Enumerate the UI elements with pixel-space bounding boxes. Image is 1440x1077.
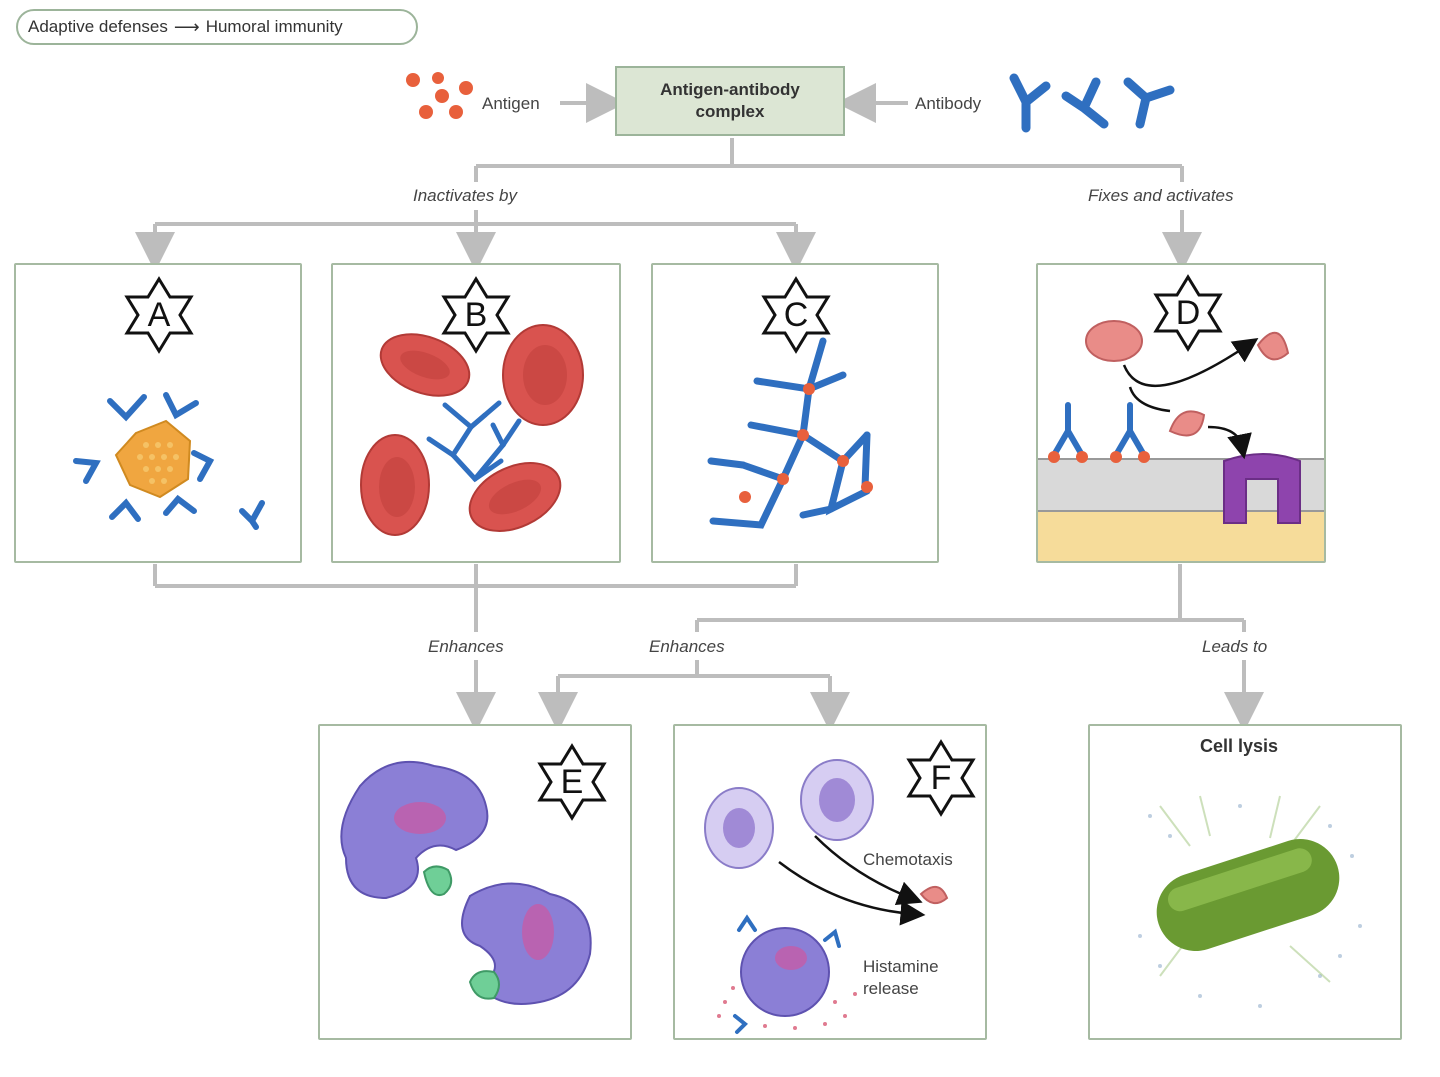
breadcrumb-from: Adaptive defenses [28,17,168,36]
star-badge-c: C [756,275,836,355]
panel-cell-lysis: Cell lysis [1088,724,1402,1040]
star-badge-f: F [901,738,981,818]
edge-label-enhances-2: Enhances [649,637,725,656]
edge-label-leads-to: Leads to [1202,637,1268,656]
panel-letter-d: D [1175,294,1201,332]
edge-label-inactivates: Inactivates by [413,186,517,205]
panel-letter-b: B [464,296,488,334]
star-badge-a: A [119,275,199,355]
cell-lysis-title: Cell lysis [1200,736,1279,756]
panel-a: A [14,263,302,563]
antibody-label: Antibody [915,94,982,113]
antigen-label: Antigen [482,94,540,113]
edge-label-fixes: Fixes and activates [1088,186,1234,205]
antigen-antibody-complex: Antigen-antibody complex [615,66,845,136]
star-badge-b: B [436,275,516,355]
panel-letter-e: E [560,763,584,801]
star-badge-d: D [1148,273,1228,353]
histamine-label: Histamine release [863,957,939,998]
panel-letter-f: F [930,759,952,797]
panel-letter-c: C [783,296,809,334]
panel-c: C [651,263,939,563]
edge-label-enhances-1: Enhances [428,637,504,656]
arrow-right-icon: ⟶ [173,16,200,37]
star-badge-e: E [532,742,612,822]
panel-e: E [318,724,632,1040]
panel-d: D [1036,263,1326,563]
breadcrumb-to: Humoral immunity [205,17,343,36]
chemotaxis-label: Chemotaxis [863,850,953,869]
panel-b: B [331,263,621,563]
panel-letter-a: A [147,296,171,334]
antigen-icon [406,72,473,119]
antibody-icons [1009,73,1175,133]
panel-f: F Chemotaxis Histamine release [673,724,987,1040]
breadcrumb: Adaptive defenses ⟶ Humoral immunity [16,9,418,45]
